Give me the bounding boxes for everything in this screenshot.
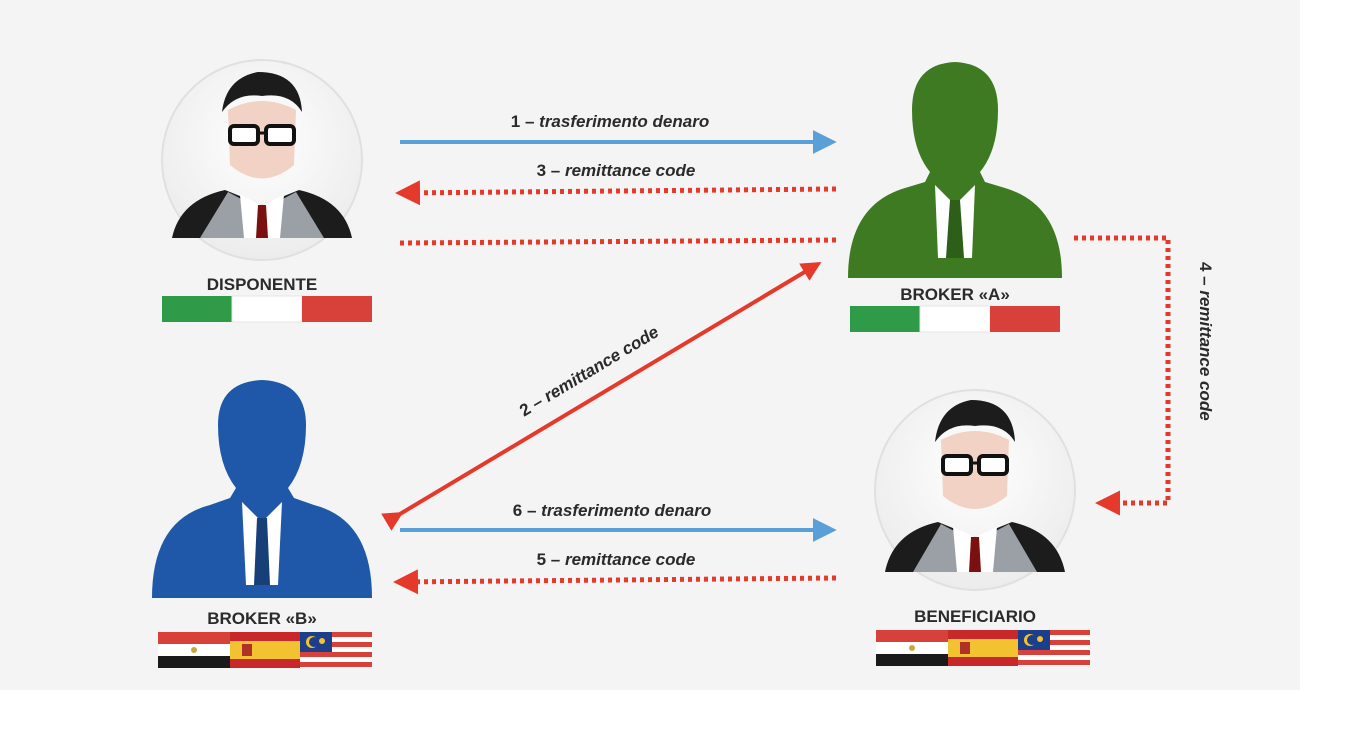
flag-spain [230, 632, 300, 668]
flag-spain [948, 630, 1018, 666]
flags-broker-b [158, 632, 372, 668]
flags-beneficiario [876, 630, 1090, 666]
broker-b-person: BROKER «B» [152, 380, 372, 668]
arrow-3-remittance-code [395, 180, 837, 206]
dotted-connector-line [399, 237, 839, 246]
flag-malaysia [300, 632, 372, 668]
disponente-person: DISPONENTE [161, 59, 372, 323]
arrow-5-label: 5 – remittance code [537, 550, 696, 569]
arrow-6-label: 6 – trasferimento denaro [513, 501, 711, 520]
broker-a-label: BROKER «A» [900, 285, 1010, 304]
arrow-1-label: 1 – trasferimento denaro [511, 112, 709, 131]
beneficiario-label: BENEFICIARIO [914, 607, 1036, 626]
flag-egypt [876, 630, 948, 666]
businessman-icon [172, 72, 352, 238]
arrow-4-remittance-code [1074, 235, 1171, 516]
flag-italy-broker-a [850, 305, 1060, 333]
arrow-2-remittance-code [381, 261, 822, 531]
flag-italy-disponente [162, 295, 372, 323]
silhouette-icon [152, 380, 372, 598]
arrow-3-label: 3 – remittance code [537, 161, 696, 180]
beneficiario-person: BENEFICIARIO [874, 389, 1090, 666]
flag-malaysia [1018, 630, 1090, 666]
flag-egypt [158, 632, 230, 668]
broker-a-person: BROKER «A» [848, 62, 1062, 333]
arrow-5-remittance-code [393, 569, 837, 595]
disponente-label: DISPONENTE [207, 275, 318, 294]
businessman-icon [885, 400, 1065, 572]
arrow-4-label: 4 – remittance code [1196, 262, 1215, 421]
silhouette-icon [848, 62, 1062, 278]
broker-b-label: BROKER «B» [207, 609, 317, 628]
